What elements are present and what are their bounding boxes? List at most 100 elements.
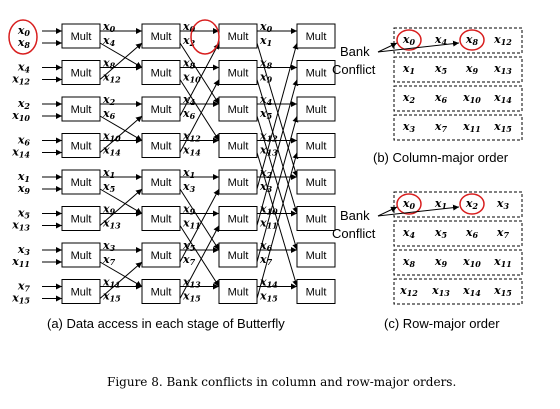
- stage-output-var: x15: [259, 290, 278, 304]
- butterfly-wire: [179, 225, 220, 299]
- row-major-cell: x1: [434, 197, 447, 211]
- mult-label: Mult: [71, 214, 92, 226]
- mult-label: Mult: [151, 177, 172, 189]
- mult-label: Mult: [228, 31, 249, 43]
- butterfly-wire: [256, 152, 299, 299]
- stage-output-var: x4: [102, 34, 116, 48]
- mult-unit: [61, 23, 101, 49]
- mult-unit: [141, 133, 181, 158]
- mult-unit: [141, 60, 181, 85]
- butterfly-wire: [99, 115, 143, 141]
- butterfly-wires: [42, 28, 299, 302]
- mult-unit: [296, 133, 336, 158]
- butterfly-wire: [256, 79, 299, 214]
- stage-output-var: x3: [102, 239, 116, 253]
- figure-caption: Figure 8. Bank conflicts in column and r…: [107, 375, 456, 389]
- stage-output-var: x4: [259, 93, 273, 107]
- butterfly-wire: [179, 42, 220, 105]
- mult-unit: [218, 242, 258, 268]
- column-major-cell: x11: [462, 120, 481, 134]
- row-major-cell: x14: [462, 284, 481, 298]
- input-var: x8: [17, 36, 31, 50]
- row-major-cell: x7: [496, 226, 510, 240]
- mult-unit: [141, 169, 181, 195]
- input-var: x11: [11, 255, 30, 269]
- butterfly-wire: [256, 42, 299, 178]
- mult-unit: [141, 96, 181, 122]
- stage-output-var: x0: [259, 20, 273, 34]
- stage-output-var: x9: [259, 71, 273, 85]
- input-var: x5: [17, 207, 31, 221]
- input-var: x12: [11, 73, 30, 87]
- column-major-cell: x5: [434, 62, 448, 76]
- input-var: x14: [11, 146, 30, 160]
- stage-output-var: x3: [182, 180, 196, 194]
- mult-unit: [218, 133, 258, 158]
- column-major-annotation-arrow: [377, 40, 460, 53]
- column-major-cell: x8: [465, 33, 479, 47]
- butterfly-wire: [179, 79, 220, 141]
- column-major-annotation-arrow: [377, 42, 398, 53]
- row-major-cell: x15: [493, 284, 512, 298]
- mult-label: Mult: [71, 141, 92, 153]
- butterfly-wire: [99, 42, 143, 80]
- butterfly-wire: [179, 42, 220, 117]
- column-major-conflict-circle: [459, 29, 485, 51]
- column-major-cell: x7: [434, 120, 448, 134]
- stage-output-var: x5: [102, 180, 116, 194]
- row-major-annotation-arrow: [377, 206, 398, 217]
- mult-unit: [296, 96, 336, 122]
- butterfly-wire: [179, 188, 220, 263]
- mult-label: Mult: [306, 177, 327, 189]
- column-major-cell: x3: [402, 120, 416, 134]
- column-major-cell: x6: [434, 91, 448, 105]
- butterfly-wire: [256, 115, 299, 251]
- mult-label: Mult: [306, 141, 327, 153]
- mult-label: Mult: [306, 287, 327, 299]
- stage-output-var: x1: [102, 166, 115, 180]
- mult-label: Mult: [306, 250, 327, 262]
- butterfly-wire: [99, 115, 143, 153]
- row-major-bank-row: [393, 220, 523, 247]
- column-major-cell: x12: [493, 33, 512, 47]
- stage-output-var: x15: [182, 290, 201, 304]
- row-major-bank-row: [393, 278, 523, 305]
- input-var: x7: [17, 280, 31, 294]
- column-major-cell: x13: [493, 62, 512, 76]
- stage-output-var: x5: [259, 107, 273, 121]
- input-var: x2: [17, 97, 31, 111]
- row-major-cell: x5: [434, 226, 448, 240]
- mult-unit: [296, 242, 336, 268]
- butterfly-wire: [179, 188, 220, 251]
- mult-unit: [296, 169, 336, 195]
- column-major-conflict-circle: [396, 29, 422, 51]
- column-major-cell: x0: [402, 33, 416, 47]
- mult-unit: [141, 242, 181, 268]
- conflict-circle: [8, 19, 38, 55]
- butterfly-wire: [99, 261, 143, 299]
- stage-output-var: x14: [182, 144, 201, 158]
- mult-label: Mult: [306, 31, 327, 43]
- butterfly-wire: [179, 79, 220, 153]
- stage-output-var: x10: [259, 203, 278, 217]
- label-c: (c) Row-major order: [384, 316, 500, 331]
- mult-label: Mult: [151, 287, 172, 299]
- mult-unit: [218, 169, 258, 195]
- butterfly-wire: [256, 79, 299, 226]
- butterfly-wire: [99, 188, 143, 226]
- butterfly-variables: x0x8x4x12x2x10x6x14x1x9x5x13x3x11x7x15x0…: [11, 20, 278, 306]
- mult-unit: [61, 169, 101, 195]
- butterfly-wire: [256, 152, 299, 287]
- mult-label: Mult: [228, 68, 249, 80]
- column-major-annotation-line2: Conflict: [332, 62, 376, 77]
- butterfly-wire: [99, 188, 143, 214]
- stage-output-var: x3: [259, 180, 273, 194]
- mult-unit: [218, 60, 258, 85]
- row-major-cell: x0: [402, 197, 416, 211]
- mult-unit: [61, 133, 101, 158]
- stage-output-var: x15: [102, 290, 121, 304]
- stage-output-var: x10: [102, 130, 121, 144]
- butterfly-wire: [179, 225, 220, 287]
- column-major-cell: x1: [402, 62, 415, 76]
